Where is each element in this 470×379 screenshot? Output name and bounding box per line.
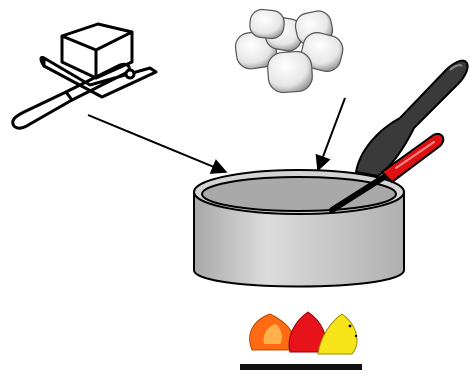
butter-to-pan-arrow (88, 115, 226, 172)
arrows (88, 98, 345, 172)
flame-icon (250, 312, 358, 354)
butter-icon (13, 24, 156, 128)
marshmallow-to-pan-arrow (318, 98, 345, 170)
burner (240, 364, 362, 370)
marshmallow-icon (234, 8, 346, 93)
